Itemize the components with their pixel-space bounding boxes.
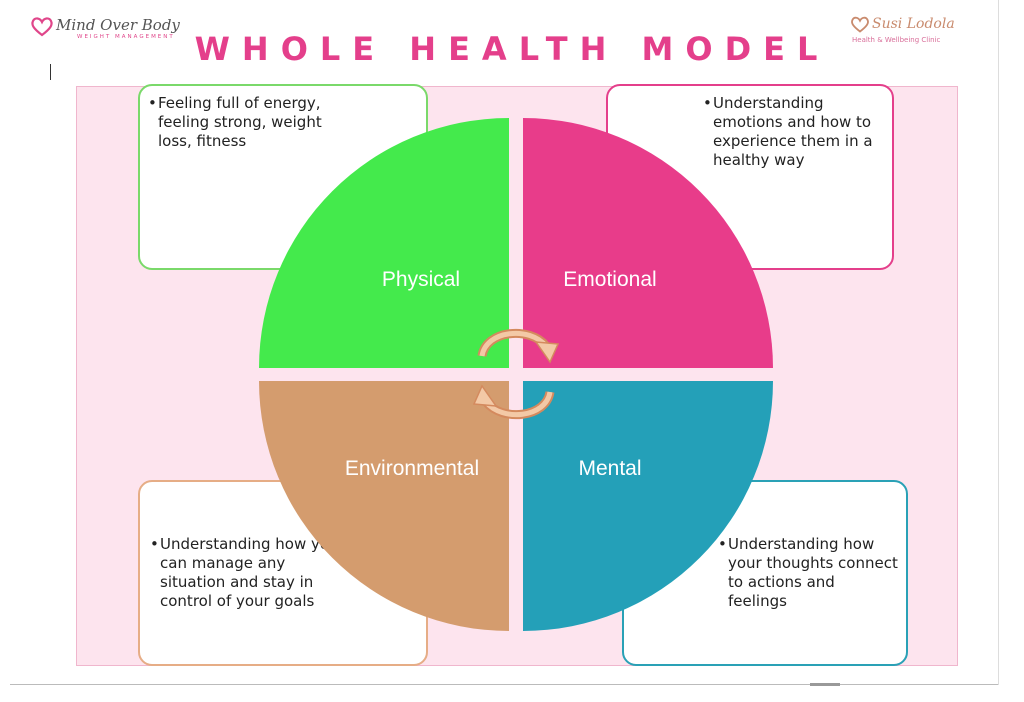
page-right-border (998, 0, 999, 685)
bullet-icon: • (150, 535, 159, 553)
cycle-arrow-icon (477, 328, 560, 364)
heart-icon (851, 16, 869, 33)
mental-quadrant (523, 381, 773, 631)
mental-label: Mental (578, 457, 641, 480)
environmental-description-text: Understanding how you can manage any sit… (160, 535, 339, 610)
physical-quadrant (259, 118, 509, 368)
environmental-label: Environmental (345, 457, 479, 480)
emotional-quadrant (523, 118, 773, 368)
cycle-arrow-icon (472, 384, 555, 420)
logo-left-tagline: WEIGHT MANAGEMENT (77, 34, 175, 40)
scroll-marker (810, 683, 840, 686)
mental-description-text: Understanding how your thoughts connect … (728, 535, 898, 610)
physical-label: Physical (382, 268, 460, 291)
text-cursor (50, 64, 51, 80)
logo-right-brand: Susi Lodola (872, 16, 955, 32)
heart-icon (31, 17, 53, 37)
environmental-description: • Understanding how you can manage any s… (150, 535, 350, 611)
bullet-icon: • (703, 94, 712, 112)
bullet-icon: • (718, 535, 727, 553)
logo-right-tagline: Health & Wellbeing Clinic (852, 36, 941, 44)
emotional-label: Emotional (563, 268, 656, 291)
emotional-description: • Understanding emotions and how to expe… (703, 94, 883, 170)
environmental-quadrant (259, 381, 509, 631)
mental-description: • Understanding how your thoughts connec… (718, 535, 898, 611)
page-title: WHOLE HEALTH MODEL (194, 30, 830, 68)
emotional-description-text: Understanding emotions and how to experi… (713, 94, 873, 169)
physical-description-text: Feeling full of energy, feeling strong, … (158, 94, 322, 150)
logo-left-brand: Mind Over Body (56, 16, 180, 34)
page-bottom-border (10, 684, 998, 685)
physical-description: • Feeling full of energy, feeling strong… (148, 94, 348, 151)
bullet-icon: • (148, 94, 157, 112)
